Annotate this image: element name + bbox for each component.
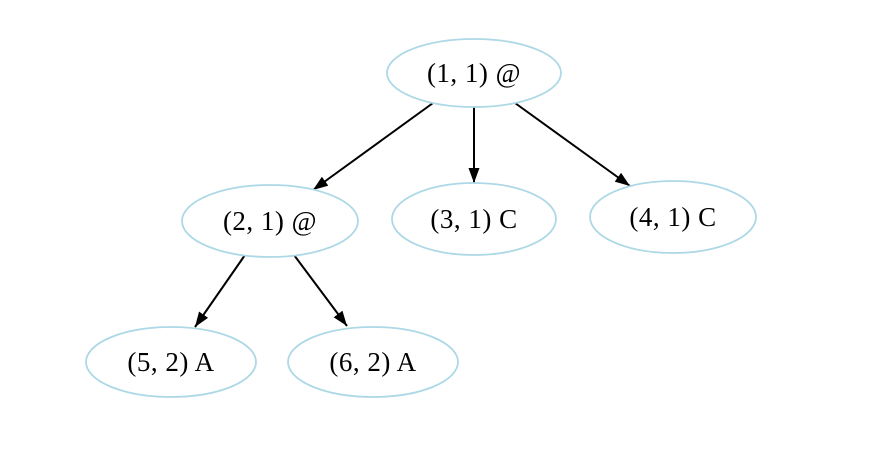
tree-node-1: (1, 1) @ <box>386 38 562 108</box>
tree-node-4: (4, 1) C <box>589 180 757 254</box>
tree-node-4-label: (4, 1) C <box>629 202 716 232</box>
tree-node-1-ellipse <box>386 38 562 108</box>
tree-node-5-label: (5, 2) A <box>127 347 214 377</box>
tree-node-3-label: (3, 1) C <box>430 204 517 234</box>
tree-edges <box>194 102 631 328</box>
tree-node-3: (3, 1) C <box>391 182 557 256</box>
tree-node-1-label: (1, 1) @ <box>427 58 521 88</box>
tree-node-2-label: (2, 1) @ <box>223 206 317 236</box>
tree-node-5-ellipse <box>85 326 257 398</box>
tree-node-3-ellipse <box>391 182 557 256</box>
tree-node-2-ellipse <box>181 184 359 258</box>
tree-edge-2-6 <box>293 254 348 327</box>
tree-node-4-ellipse <box>589 180 757 254</box>
tree-node-2: (2, 1) @ <box>181 184 359 258</box>
tree-node-5: (5, 2) A <box>85 326 257 398</box>
tree-node-6-label: (6, 2) A <box>329 347 416 377</box>
tree-edge-1-4 <box>514 102 631 187</box>
tree-node-6: (6, 2) A <box>287 326 459 398</box>
tree-edge-1-2 <box>312 102 434 191</box>
tree-edge-2-5 <box>194 254 246 328</box>
tree-node-6-ellipse <box>287 326 459 398</box>
